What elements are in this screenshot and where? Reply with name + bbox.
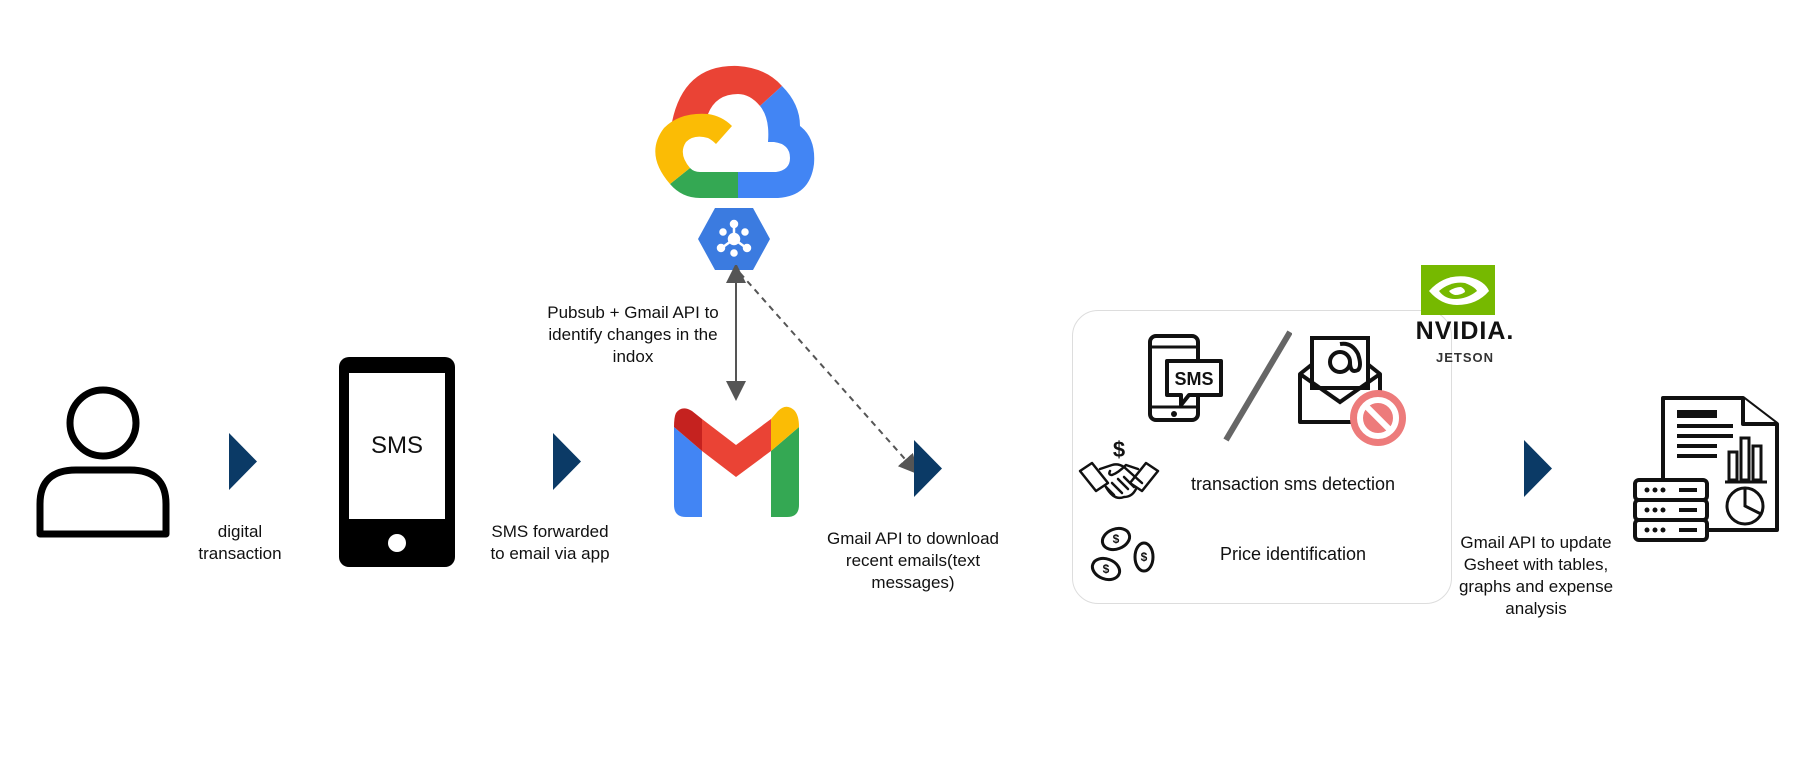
coins-icon: $ $ $ (1090, 526, 1155, 582)
pubsub-hexagon-icon (698, 208, 770, 270)
label-gmail-download: Gmail API to download recent emails(text… (827, 529, 999, 592)
flow-chevron-2 (553, 433, 581, 490)
gmail-icon (674, 406, 799, 517)
flow-chevron-1 (229, 433, 257, 490)
google-cloud-icon (655, 65, 815, 198)
svg-text:$: $ (1113, 532, 1120, 546)
phone-screen-text: SMS (349, 373, 445, 519)
nvidia-logo-icon (1421, 265, 1495, 315)
handshake-dollar-icon: $ (1078, 437, 1160, 500)
connector-lines (726, 265, 919, 475)
flow-chevron-4 (1524, 440, 1552, 497)
smartphone-icon: SMS (339, 357, 455, 567)
label-gmail-update: Gmail API to update Gsheet with tables, … (1458, 533, 1614, 618)
label-sms-forwarded: SMS forwarded to email via app (490, 522, 610, 563)
label-digital-transaction: digital transaction (198, 522, 282, 563)
sms-phone-icon: SMS (1148, 334, 1223, 422)
report-database-icon (1633, 396, 1779, 542)
email-blocked-icon (1298, 336, 1406, 446)
label-transaction-detection: transaction sms detection (1190, 474, 1396, 494)
jetson-label: JETSON (1435, 350, 1494, 365)
label-price-identification: Price identification (1219, 544, 1367, 564)
slash-divider (1223, 330, 1292, 442)
svg-text:$: $ (1141, 550, 1148, 564)
user-icon (36, 386, 170, 538)
svg-text:$: $ (1113, 437, 1125, 462)
flow-chevron-3 (914, 440, 942, 497)
nvidia-wordmark: NVIDIA. (1415, 317, 1515, 345)
svg-text:$: $ (1103, 562, 1110, 576)
sms-icon-text: SMS (1174, 369, 1213, 389)
label-pubsub-gmail: Pubsub + Gmail API to identify changes i… (547, 303, 719, 366)
